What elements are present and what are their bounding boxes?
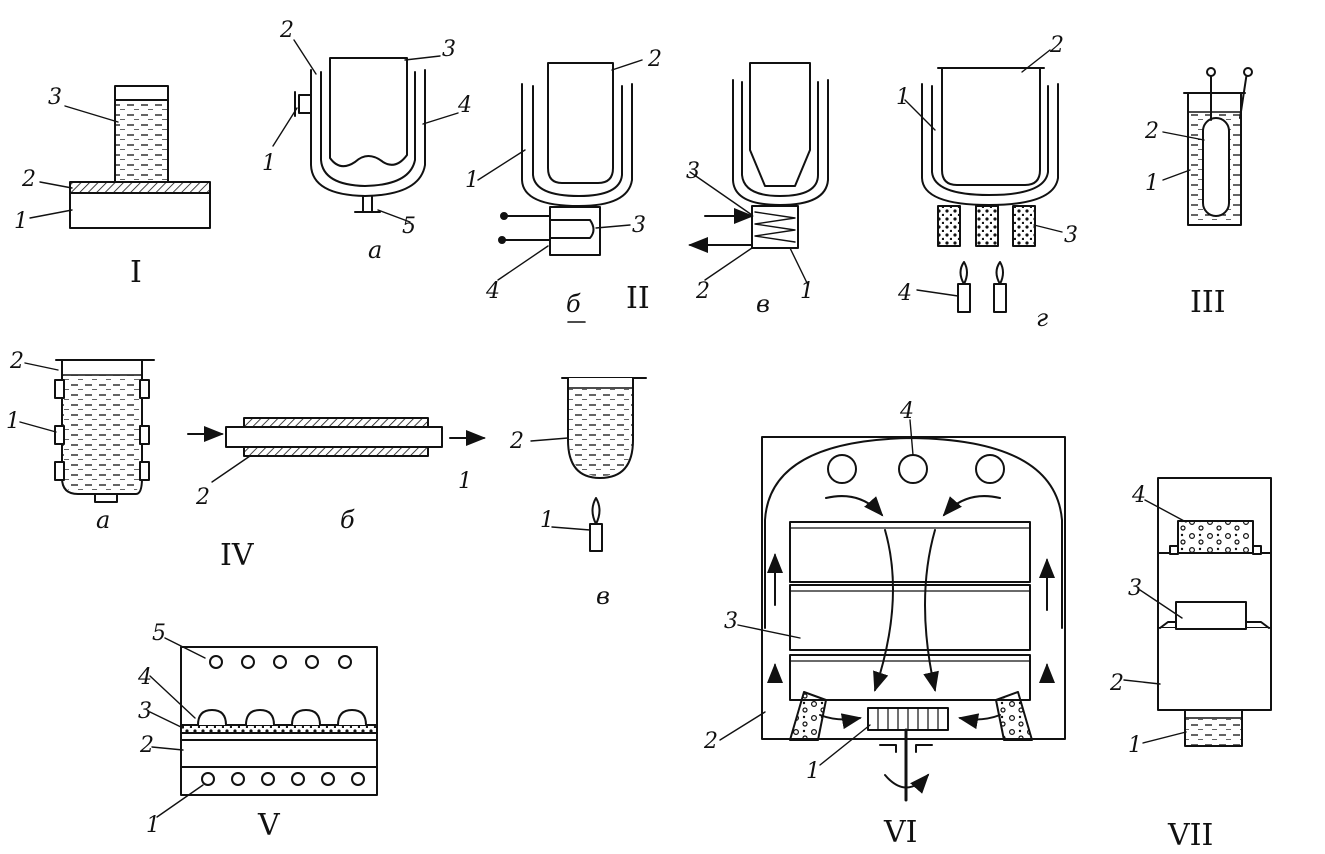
scheme-VII bbox=[1123, 477, 1272, 747]
label-III-1: 1 bbox=[1145, 171, 1159, 196]
inner-vessel bbox=[329, 57, 408, 168]
sub-IVv: в bbox=[596, 582, 610, 610]
label-IIa-3: 3 bbox=[442, 37, 456, 62]
label-IIb-2: 2 bbox=[647, 47, 662, 72]
tray bbox=[789, 521, 1031, 583]
roman-VI: VI bbox=[883, 815, 918, 850]
label-V-2: 2 bbox=[139, 733, 154, 758]
specimen bbox=[1175, 601, 1247, 630]
burner-nozzle bbox=[937, 205, 961, 247]
label-VI-3: 3 bbox=[724, 609, 738, 634]
scheme-II-g bbox=[904, 49, 1063, 313]
inner-vessel bbox=[941, 67, 1041, 186]
sub-IVa: а bbox=[96, 506, 110, 534]
label-IIv-2: 2 bbox=[695, 279, 710, 304]
label-IIg-2: 2 bbox=[1049, 33, 1064, 58]
label-IIa-1: 1 bbox=[262, 151, 276, 176]
label-V-3: 3 bbox=[138, 699, 152, 724]
burner-nozzle bbox=[1012, 205, 1036, 247]
roman-IV: IV bbox=[220, 538, 255, 573]
sub-IIa: а bbox=[368, 236, 382, 264]
roman-V: V bbox=[257, 808, 281, 843]
base-plate bbox=[69, 192, 211, 229]
tube bbox=[225, 426, 443, 448]
scheme-IV-a bbox=[19, 359, 155, 503]
heating-sleeve bbox=[243, 417, 429, 428]
inner-vessel bbox=[547, 62, 614, 184]
sample-holder bbox=[1177, 520, 1254, 554]
label-IIa-2: 2 bbox=[279, 18, 294, 43]
liquid bbox=[116, 100, 167, 181]
label-IVb-1: 1 bbox=[458, 469, 472, 494]
scheme-IV-b bbox=[187, 417, 486, 483]
conical-vessel bbox=[749, 62, 811, 187]
label-V-4: 4 bbox=[137, 665, 152, 690]
label-IIg-3: 3 bbox=[1064, 223, 1078, 248]
sub-IIv: в bbox=[756, 290, 770, 318]
label-I-3: 3 bbox=[48, 85, 62, 110]
candle bbox=[993, 283, 1007, 313]
immersion-tube bbox=[1202, 117, 1230, 217]
label-V-1: 1 bbox=[146, 813, 160, 838]
side-heater bbox=[298, 94, 312, 114]
label-VII-4: 4 bbox=[1131, 483, 1146, 508]
tray bbox=[789, 584, 1031, 651]
scheme-II-a bbox=[272, 39, 459, 223]
label-VII-1: 1 bbox=[1128, 733, 1142, 758]
label-IIa-5: 5 bbox=[402, 214, 416, 239]
label-IVv-1: 1 bbox=[540, 508, 554, 533]
label-IVa-1: 1 bbox=[6, 409, 20, 434]
label-VII-2: 2 bbox=[1109, 671, 1124, 696]
label-IVv-2: 2 bbox=[509, 429, 524, 454]
burner-nozzle bbox=[975, 205, 999, 247]
scheme-II-b bbox=[477, 59, 643, 323]
heater-block bbox=[549, 206, 601, 256]
label-IIv-3: 3 bbox=[686, 159, 700, 184]
label-I-1: 1 bbox=[14, 209, 28, 234]
label-V-5: 5 bbox=[152, 621, 166, 646]
scheme-I bbox=[29, 85, 211, 229]
scheme-VI bbox=[719, 419, 1066, 802]
heating-layer bbox=[69, 181, 211, 194]
label-IVb-2: 2 bbox=[195, 485, 210, 510]
heating-sleeve bbox=[243, 446, 429, 457]
label-VII-3: 3 bbox=[1128, 576, 1142, 601]
label-IIg-4: 4 bbox=[897, 281, 912, 306]
scheme-III bbox=[1162, 67, 1253, 226]
candle bbox=[589, 523, 603, 552]
sub-IVb: б bbox=[340, 506, 355, 534]
roman-II: II bbox=[626, 281, 650, 316]
labels: 3 2 1 I 2 3 4 1 5 а 2 1 3 4 б II 3 2 1 в… bbox=[6, 18, 1226, 853]
label-VI-2: 2 bbox=[703, 729, 718, 754]
roman-III: III bbox=[1190, 285, 1226, 320]
sub-IIg: г bbox=[1036, 304, 1048, 332]
label-IIb-4: 4 bbox=[485, 279, 500, 304]
label-VI-4: 4 bbox=[899, 399, 914, 424]
label-VI-1: 1 bbox=[806, 759, 820, 784]
label-III-2: 2 bbox=[1144, 119, 1159, 144]
sub-IIb: б bbox=[566, 290, 581, 318]
label-IIv-1: 1 bbox=[800, 279, 814, 304]
tray bbox=[789, 654, 1031, 701]
label-IIb-3: 3 bbox=[632, 213, 646, 238]
scheme-IV-v bbox=[530, 377, 647, 552]
scheme-V bbox=[149, 637, 378, 818]
roman-VII: VII bbox=[1167, 818, 1213, 850]
roman-I: I bbox=[130, 255, 142, 290]
label-IVa-2: 2 bbox=[9, 349, 24, 374]
label-IIa-4: 4 bbox=[457, 93, 472, 118]
scheme-II-v bbox=[688, 62, 829, 286]
candle bbox=[957, 283, 971, 313]
label-I-2: 2 bbox=[21, 167, 36, 192]
label-IIg-1: 1 bbox=[896, 85, 910, 110]
label-IIb-1: 1 bbox=[465, 168, 479, 193]
